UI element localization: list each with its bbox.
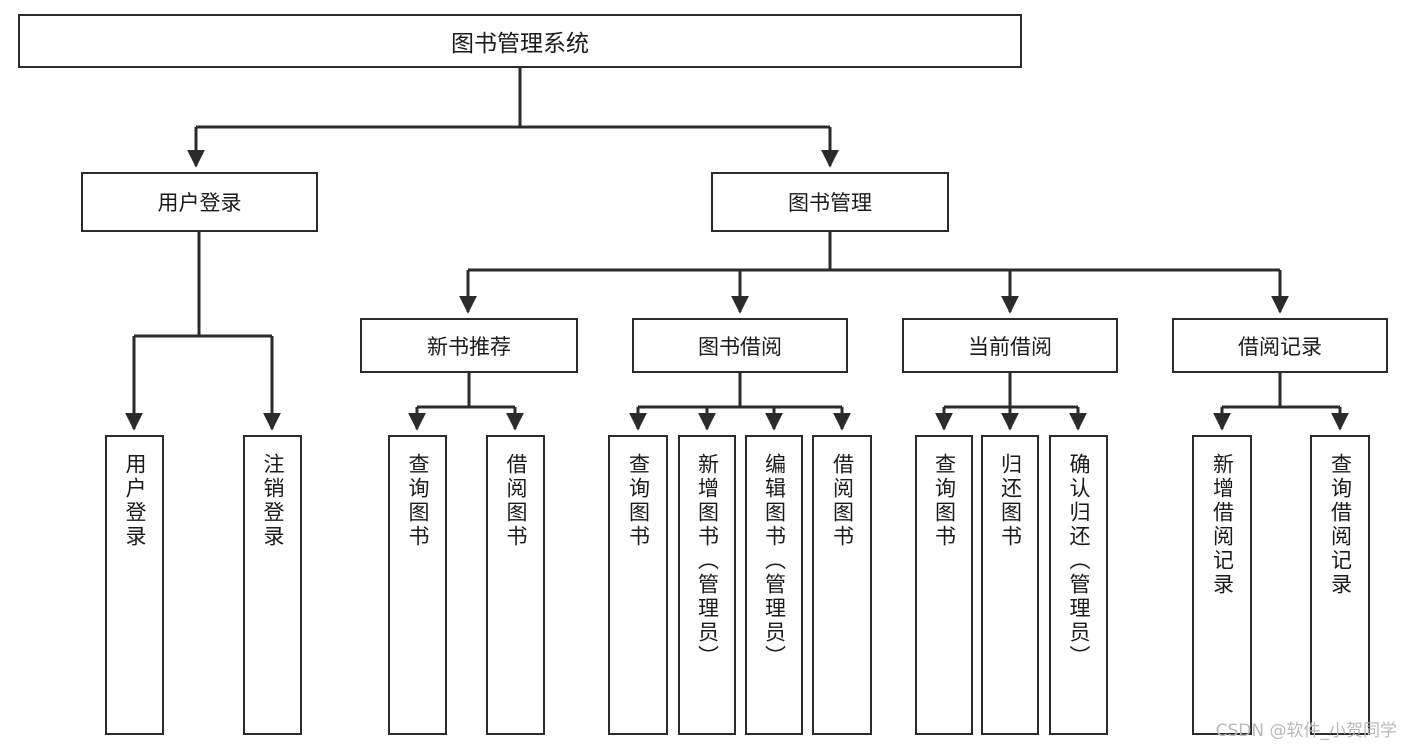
node-leaf-borrow-book-recommend[interactable]: 借阅图书 xyxy=(486,435,545,735)
watermark: CSDN @软件_小贺同学 xyxy=(1215,721,1397,741)
node-book-borrow[interactable]: 图书借阅 xyxy=(632,318,848,373)
node-leaf-user-login-label: 用户登录 xyxy=(123,453,147,549)
node-leaf-logout-login[interactable]: 注销登录 xyxy=(243,435,302,735)
node-leaf-borrow-book[interactable]: 借阅图书 xyxy=(812,435,872,735)
node-borrow-record[interactable]: 借阅记录 xyxy=(1172,318,1388,373)
node-leaf-query-borrow-record[interactable]: 查询借阅记录 xyxy=(1310,435,1370,735)
node-new-book-recommend-label: 新书推荐 xyxy=(427,334,511,359)
node-leaf-return-book-label: 归还图书 xyxy=(998,453,1023,549)
node-user-login[interactable]: 用户登录 xyxy=(81,172,318,232)
node-leaf-add-book-admin-label: 新增图书（管理员） xyxy=(695,453,720,669)
node-leaf-logout-login-label: 注销登录 xyxy=(261,453,285,549)
node-book-management-label: 图书管理 xyxy=(788,191,872,215)
node-leaf-query-book-recommend[interactable]: 查询图书 xyxy=(388,435,447,735)
node-current-borrow-label: 当前借阅 xyxy=(968,334,1052,359)
node-leaf-confirm-return-admin-label: 确认归还（管理员） xyxy=(1067,453,1091,669)
node-leaf-query-book-borrow[interactable]: 查询图书 xyxy=(608,435,668,735)
node-leaf-borrow-book-label: 借阅图书 xyxy=(830,453,855,549)
node-leaf-query-borrow-record-label: 查询借阅记录 xyxy=(1328,453,1353,597)
node-leaf-edit-book-admin-label: 编辑图书（管理员） xyxy=(762,453,787,669)
node-new-book-recommend[interactable]: 新书推荐 xyxy=(360,318,578,373)
node-leaf-borrow-book-recommend-label: 借阅图书 xyxy=(504,453,528,549)
node-leaf-return-book[interactable]: 归还图书 xyxy=(981,435,1039,735)
node-leaf-add-borrow-record[interactable]: 新增借阅记录 xyxy=(1192,435,1252,735)
node-root-label: 图书管理系统 xyxy=(451,31,589,57)
node-leaf-query-book-current-label: 查询图书 xyxy=(932,453,957,549)
node-root[interactable]: 图书管理系统 xyxy=(18,14,1022,68)
node-leaf-add-book-admin[interactable]: 新增图书（管理员） xyxy=(678,435,736,735)
node-leaf-query-book-recommend-label: 查询图书 xyxy=(406,453,430,549)
node-book-borrow-label: 图书借阅 xyxy=(698,334,782,359)
node-leaf-user-login[interactable]: 用户登录 xyxy=(105,435,164,735)
node-leaf-confirm-return-admin[interactable]: 确认归还（管理员） xyxy=(1049,435,1108,735)
node-leaf-add-borrow-record-label: 新增借阅记录 xyxy=(1210,453,1235,597)
node-leaf-edit-book-admin[interactable]: 编辑图书（管理员） xyxy=(745,435,803,735)
node-leaf-query-book-borrow-label: 查询图书 xyxy=(626,453,651,549)
node-current-borrow[interactable]: 当前借阅 xyxy=(902,318,1118,373)
node-leaf-query-book-current[interactable]: 查询图书 xyxy=(915,435,973,735)
node-book-management[interactable]: 图书管理 xyxy=(711,172,949,232)
node-borrow-record-label: 借阅记录 xyxy=(1238,334,1322,359)
node-user-login-label: 用户登录 xyxy=(157,191,242,215)
